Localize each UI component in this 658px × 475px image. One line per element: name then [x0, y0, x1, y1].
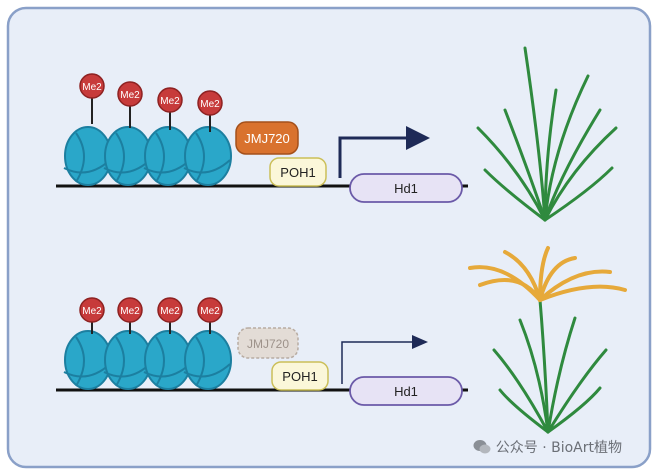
me2-marks: Me2 Me2 Me2 Me2 [79, 297, 223, 334]
nucleosome [143, 330, 192, 390]
nucleosome [63, 126, 112, 186]
me2-label: Me2 [82, 306, 102, 317]
hd1-label: Hd1 [394, 384, 418, 399]
transcription-arrow-weak [341, 341, 412, 384]
poh1-protein: POH1 [269, 157, 327, 187]
watermark-text: 公众号 · BioArt植物 [495, 440, 622, 456]
jmj720-protein: JMJ720 [235, 121, 299, 155]
me2-mark: Me2 [117, 297, 143, 334]
me2-label: Me2 [160, 96, 180, 107]
jmj720-label: JMJ720 [244, 131, 290, 146]
nucleosome-array [63, 126, 232, 186]
jmj720-protein-absent: JMJ720 [237, 327, 299, 359]
poh1-label: POH1 [282, 369, 317, 384]
nucleosome-array [63, 330, 232, 390]
watermark: 公众号 · BioArt植物 [473, 437, 622, 457]
hd1-gene: Hd1 [349, 376, 463, 406]
me2-label: Me2 [160, 306, 180, 317]
me2-mark: Me2 [197, 297, 223, 334]
me2-label: Me2 [120, 306, 140, 317]
me2-marks: Me2 Me2 Me2 Me2 [79, 73, 223, 132]
rice-plant-flowering-icon [468, 246, 627, 434]
wechat-icon [473, 440, 491, 454]
poh1-label: POH1 [280, 165, 315, 180]
me2-mark: Me2 [157, 87, 183, 130]
me2-mark: Me2 [117, 81, 143, 128]
panel-top: Me2 Me2 Me2 Me2 JMJ720 PO [56, 46, 618, 222]
rice-plant-vegetative-icon [476, 46, 618, 222]
panel-bottom: Me2 Me2 Me2 Me2 JMJ720 PO [56, 246, 627, 434]
nucleosome [103, 330, 152, 390]
me2-label: Me2 [200, 306, 220, 317]
nucleosome [103, 126, 152, 186]
me2-mark: Me2 [157, 297, 183, 334]
arrowhead-icon [412, 335, 428, 349]
hd1-gene: Hd1 [349, 173, 463, 203]
arrowhead-icon [406, 126, 430, 150]
hd1-label: Hd1 [394, 181, 418, 196]
nucleosome [143, 126, 192, 186]
jmj720-label: JMJ720 [247, 337, 289, 351]
me2-mark: Me2 [79, 73, 105, 124]
me2-mark: Me2 [79, 297, 105, 334]
nucleosome [183, 126, 232, 186]
transcription-arrow-strong [338, 136, 408, 178]
poh1-protein: POH1 [271, 361, 329, 391]
nucleosome [183, 330, 232, 390]
me2-label: Me2 [120, 90, 140, 101]
me2-label: Me2 [82, 82, 102, 93]
me2-mark: Me2 [197, 90, 223, 132]
me2-label: Me2 [200, 99, 220, 110]
nucleosome [63, 330, 112, 390]
